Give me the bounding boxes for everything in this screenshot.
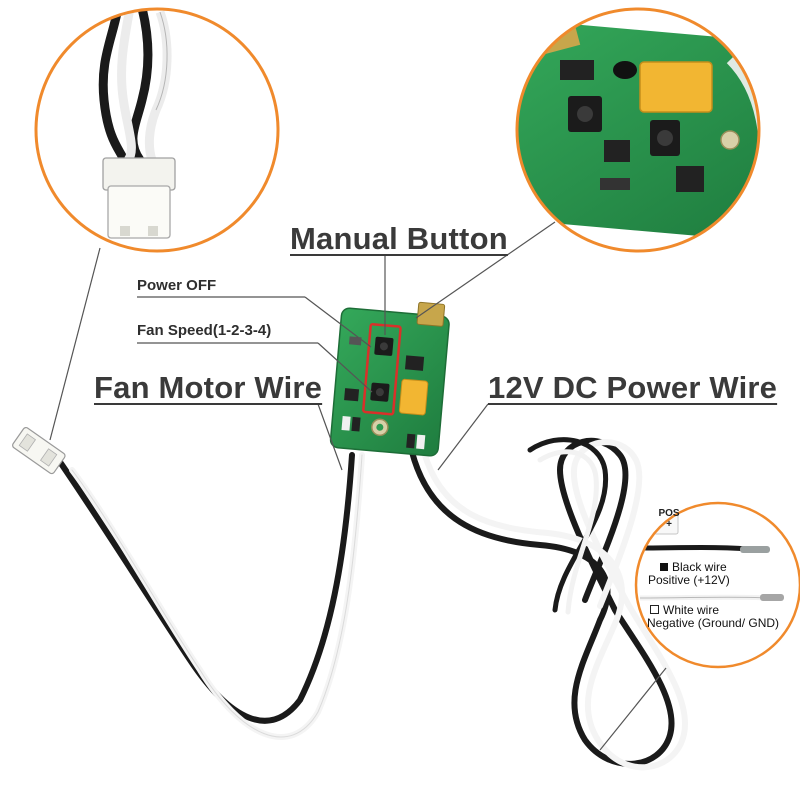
white-wire-legend: White wire [650, 603, 719, 617]
fan-motor-wire [57, 452, 365, 740]
black-wire-legend: Black wire [660, 560, 727, 574]
black-wire-desc: Positive (+12V) [648, 573, 730, 587]
leader-lines [49, 221, 770, 751]
pos-tag: POS + [658, 508, 680, 530]
pcb-board [329, 301, 450, 457]
white-wire-name: White wire [663, 603, 720, 617]
power-off-label: Power OFF [137, 277, 217, 294]
black-wire-name: Black wire [672, 560, 727, 574]
fan-motor-connector [12, 426, 66, 475]
manual-button-label: Manual Button [290, 221, 508, 256]
black-square-icon [660, 563, 668, 571]
power-wire-label: 12V DC Power Wire [488, 370, 778, 405]
power-wire-coil [409, 437, 689, 771]
manual-button-highlight [362, 323, 402, 416]
zoom-pcb-circle [515, 7, 761, 253]
zoom-connector-circle [34, 7, 280, 253]
fan-speed-label: Fan Speed(1-2-3-4) [137, 322, 272, 339]
white-square-icon [650, 605, 659, 614]
white-wire-desc: Negative (Ground/ GND) [647, 616, 780, 630]
fan-motor-wire-label: Fan Motor Wire [94, 370, 323, 405]
